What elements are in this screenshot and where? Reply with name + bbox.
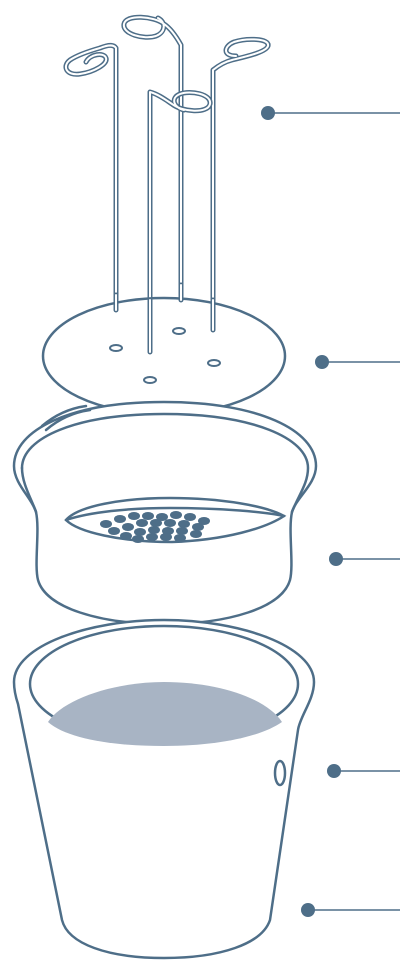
basin-hole-icon: [142, 512, 154, 520]
water-level: [48, 682, 282, 746]
basin-hole-icon: [136, 519, 148, 527]
basin-hole-icon: [176, 527, 188, 535]
basin-hole-icon: [160, 533, 172, 541]
stake-icon: [121, 14, 184, 303]
pot-icon: [12, 618, 316, 960]
stake-group: [63, 14, 271, 355]
callout-basin: [329, 552, 400, 566]
callout-dot-icon: [261, 106, 275, 120]
callout-stakes: [261, 106, 400, 120]
basin-hole-icon: [190, 530, 202, 538]
callout-dot-icon: [301, 903, 315, 917]
basin-hole-icon: [120, 532, 132, 540]
callout-dot-icon: [315, 355, 329, 369]
basin-hole-icon: [132, 535, 144, 543]
callout-dot-icon: [327, 764, 341, 778]
basin-hole-icon: [174, 534, 186, 542]
basin-hole-icon: [128, 512, 140, 520]
callout-pot-side: [327, 764, 400, 778]
basin-hole-icon: [184, 513, 196, 521]
basin-hole-icon: [178, 520, 190, 528]
basin-hole-icon: [162, 527, 174, 535]
basin-hole-icon: [148, 526, 160, 534]
basin-hole-icon: [198, 517, 210, 525]
pot-vent-icon: [273, 759, 287, 787]
stake-icon: [147, 89, 213, 355]
basin-hole-icon: [150, 519, 162, 527]
stake-icon: [210, 36, 271, 333]
callout-group: [261, 106, 400, 917]
basin-hole-icon: [114, 515, 126, 523]
basin-hole-icon: [108, 527, 120, 535]
basin-hole-icon: [164, 519, 176, 527]
stake-icon: [63, 42, 119, 313]
basin-hole-icon: [192, 523, 204, 531]
basin-hole-icon: [134, 528, 146, 536]
lid-icon: [41, 282, 287, 416]
basin-hole-icon: [170, 511, 182, 519]
basin-hole-icon: [100, 520, 112, 528]
basin-hole-icon: [146, 533, 158, 541]
callout-dot-icon: [329, 552, 343, 566]
callout-lid: [315, 355, 400, 369]
callout-pot-bottom: [301, 903, 400, 917]
basin-hole-icon: [156, 513, 168, 521]
basin-hole-icon: [122, 523, 134, 531]
basin-icon: [12, 400, 318, 626]
